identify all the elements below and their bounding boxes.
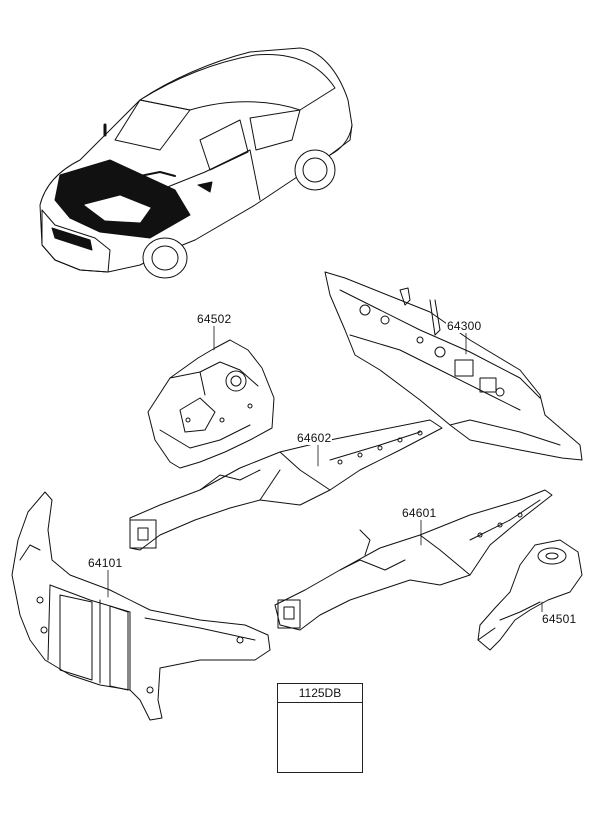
part-64300 xyxy=(325,272,582,460)
part-64602 xyxy=(130,420,442,550)
fastener-box: 1125DB xyxy=(277,683,363,773)
fastener-label: 1125DB xyxy=(278,684,362,703)
part-64501 xyxy=(478,540,582,650)
label-64602: 64602 xyxy=(296,431,333,445)
part-64601 xyxy=(275,490,552,630)
part-64502 xyxy=(148,340,274,468)
label-64300: 64300 xyxy=(446,319,483,333)
label-64502: 64502 xyxy=(196,312,233,326)
label-64501: 64501 xyxy=(541,612,578,626)
part-64101 xyxy=(12,492,270,720)
label-64601: 64601 xyxy=(401,506,438,520)
vehicle-illustration xyxy=(40,48,352,278)
label-64101: 64101 xyxy=(87,556,124,570)
